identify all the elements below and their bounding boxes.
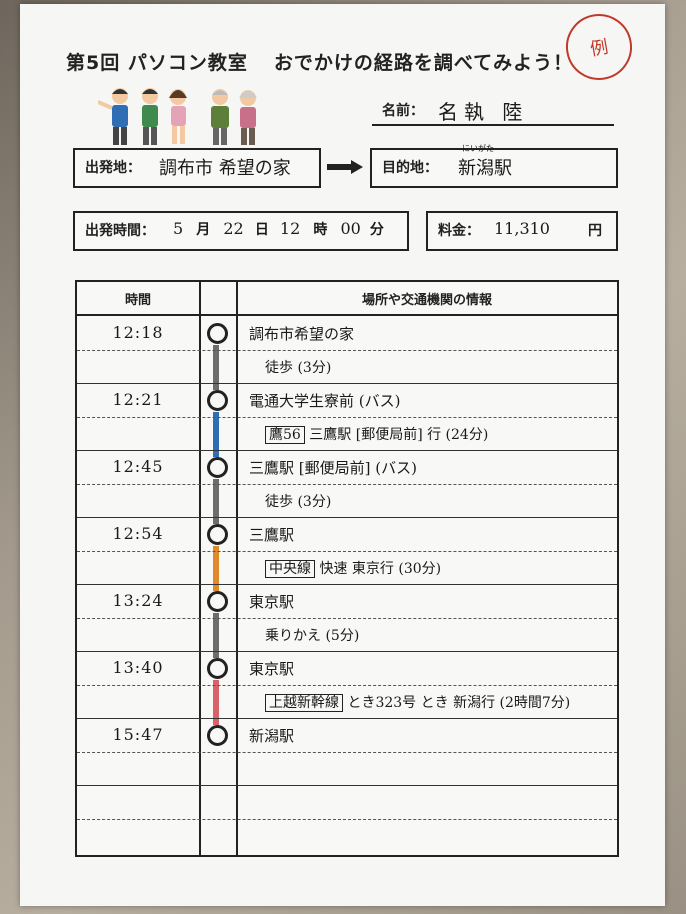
stop-place: 東京駅 xyxy=(249,593,295,611)
line-name: 中央線 xyxy=(265,559,315,578)
stop-circle-icon xyxy=(207,323,228,344)
line-name: 上越新幹線 xyxy=(265,693,343,712)
stop-place: 新潟駅 xyxy=(249,727,295,745)
header-info: 場所や交通機関の情報 xyxy=(237,282,617,316)
destination-box: 目的地： にいがた 新潟駅 xyxy=(370,144,618,188)
name-value: 名執 陸 xyxy=(438,100,529,124)
segment-text: 三鷹駅 [郵便局前] 行 (24分) xyxy=(309,426,489,443)
stop-time: 13:24 xyxy=(112,591,164,610)
row-divider xyxy=(77,383,617,384)
fare-value: 11,310 xyxy=(494,219,550,238)
departure-month: 5 xyxy=(173,219,184,238)
fare-unit: 円 xyxy=(588,223,602,239)
header-time: 時間 xyxy=(77,282,199,316)
title-left: 第5回 パソコン教室 xyxy=(66,52,248,74)
departure-label: 出発時間： xyxy=(85,223,155,239)
example-mark-text: 例 xyxy=(588,36,610,61)
stop-circle-icon xyxy=(207,457,228,478)
segment-text: 徒歩 (3分) xyxy=(265,359,332,376)
row-divider xyxy=(77,349,617,351)
route-segment-bar xyxy=(213,479,219,524)
fare-box: 料金： 11,310 円 xyxy=(426,211,618,251)
arrow-right-icon xyxy=(327,160,363,174)
stop-place: 三鷹駅 [郵便局前] (バス) xyxy=(249,459,417,477)
row-divider xyxy=(77,617,617,619)
stop-circle-icon xyxy=(207,591,228,612)
stop-circle-icon xyxy=(207,390,228,411)
row-divider xyxy=(77,483,617,485)
stop-circle-icon xyxy=(207,658,228,679)
route-segment-bar xyxy=(213,613,219,658)
segment-info: 鷹56 三鷹駅 [郵便局前] 行 (24分) xyxy=(265,424,488,444)
traveler-icon xyxy=(142,88,158,145)
stop-circle-icon xyxy=(207,524,228,545)
segment-info: 徒歩 (3分) xyxy=(265,491,331,511)
stop-time: 15:47 xyxy=(112,725,164,744)
route-segment-bar xyxy=(213,412,219,457)
route-table: 時間 場所や交通機関の情報 12:18 調布市希望の家徒歩 (3分) 12:21 電通… xyxy=(75,280,619,857)
day-unit: 日 xyxy=(254,222,269,238)
row-divider xyxy=(77,818,617,820)
travelers-illustration xyxy=(98,88,257,145)
row-divider xyxy=(77,550,617,552)
segment-text: 乗りかえ (5分) xyxy=(265,627,360,644)
departure-minute: 00 xyxy=(340,219,361,238)
departure-day: 22 xyxy=(223,219,244,238)
fare-label: 料金： xyxy=(438,223,480,239)
origin-box: 出発地： 調布市 希望の家 xyxy=(73,148,321,188)
departure-hour: 12 xyxy=(279,219,301,238)
row-divider xyxy=(77,684,617,686)
header-line-column xyxy=(199,282,237,316)
row-divider xyxy=(77,651,617,652)
column-divider xyxy=(199,282,201,855)
line-name: 鷹56 xyxy=(265,425,305,444)
name-label: 名前： xyxy=(382,103,424,119)
stop-place: 調布市希望の家 xyxy=(249,325,355,343)
segment-text: とき323号 とき 新潟行 (2時間7分) xyxy=(347,694,571,711)
row-divider xyxy=(77,785,617,786)
destination-value: 新潟駅 xyxy=(458,158,512,179)
segment-info: 上越新幹線 とき323号 とき 新潟行 (2時間7分) xyxy=(265,692,570,712)
column-divider xyxy=(236,282,238,855)
stop-time: 13:40 xyxy=(112,658,164,677)
traveler-icon xyxy=(239,90,257,145)
minute-unit: 分 xyxy=(369,222,384,238)
row-divider xyxy=(77,584,617,585)
row-divider xyxy=(77,416,617,418)
departure-box: 出発時間： 5 月 22 日 12 時 00 分 xyxy=(73,211,409,251)
stop-place: 電通大学生寮前 (バス) xyxy=(249,392,401,410)
stop-circle-icon xyxy=(207,725,228,746)
traveler-icon xyxy=(211,89,229,145)
row-divider xyxy=(77,450,617,451)
row-divider xyxy=(77,718,617,719)
row-divider xyxy=(77,517,617,518)
route-segment-bar xyxy=(213,546,219,591)
origin-label: 出発地： xyxy=(85,160,141,176)
stop-place: 東京駅 xyxy=(249,660,295,678)
segment-info: 中央線 快速 東京行 (30分) xyxy=(265,558,441,578)
origin-value: 調布市 希望の家 xyxy=(159,158,291,179)
traveler-icon xyxy=(98,88,128,145)
month-unit: 月 xyxy=(196,222,211,238)
worksheet-title: 第5回 パソコン教室 おでかけの経路を調べてみよう！ xyxy=(66,48,573,75)
hour-unit: 時 xyxy=(313,222,328,238)
name-field: 名前： 名執 陸 xyxy=(372,96,614,126)
route-segment-bar xyxy=(213,680,219,725)
stop-time: 12:45 xyxy=(112,457,164,476)
stop-time: 12:54 xyxy=(112,524,164,543)
row-divider xyxy=(77,751,617,753)
segment-text: 徒歩 (3分) xyxy=(265,493,332,510)
traveler-icon xyxy=(169,89,187,144)
departure-value: 5 月 22 日 12 時 00 分 xyxy=(173,219,388,239)
destination-label: 目的地： xyxy=(382,160,438,176)
stop-place: 三鷹駅 xyxy=(249,526,295,544)
destination-ruby: にいがた xyxy=(462,144,494,153)
segment-text: 快速 東京行 (30分) xyxy=(319,560,442,577)
stop-time: 12:21 xyxy=(112,390,164,409)
segment-info: 乗りかえ (5分) xyxy=(265,625,359,645)
title-right: おでかけの経路を調べてみよう！ xyxy=(273,52,574,74)
segment-info: 徒歩 (3分) xyxy=(265,357,331,377)
route-segment-bar xyxy=(213,345,219,390)
stop-time: 12:18 xyxy=(112,323,164,342)
